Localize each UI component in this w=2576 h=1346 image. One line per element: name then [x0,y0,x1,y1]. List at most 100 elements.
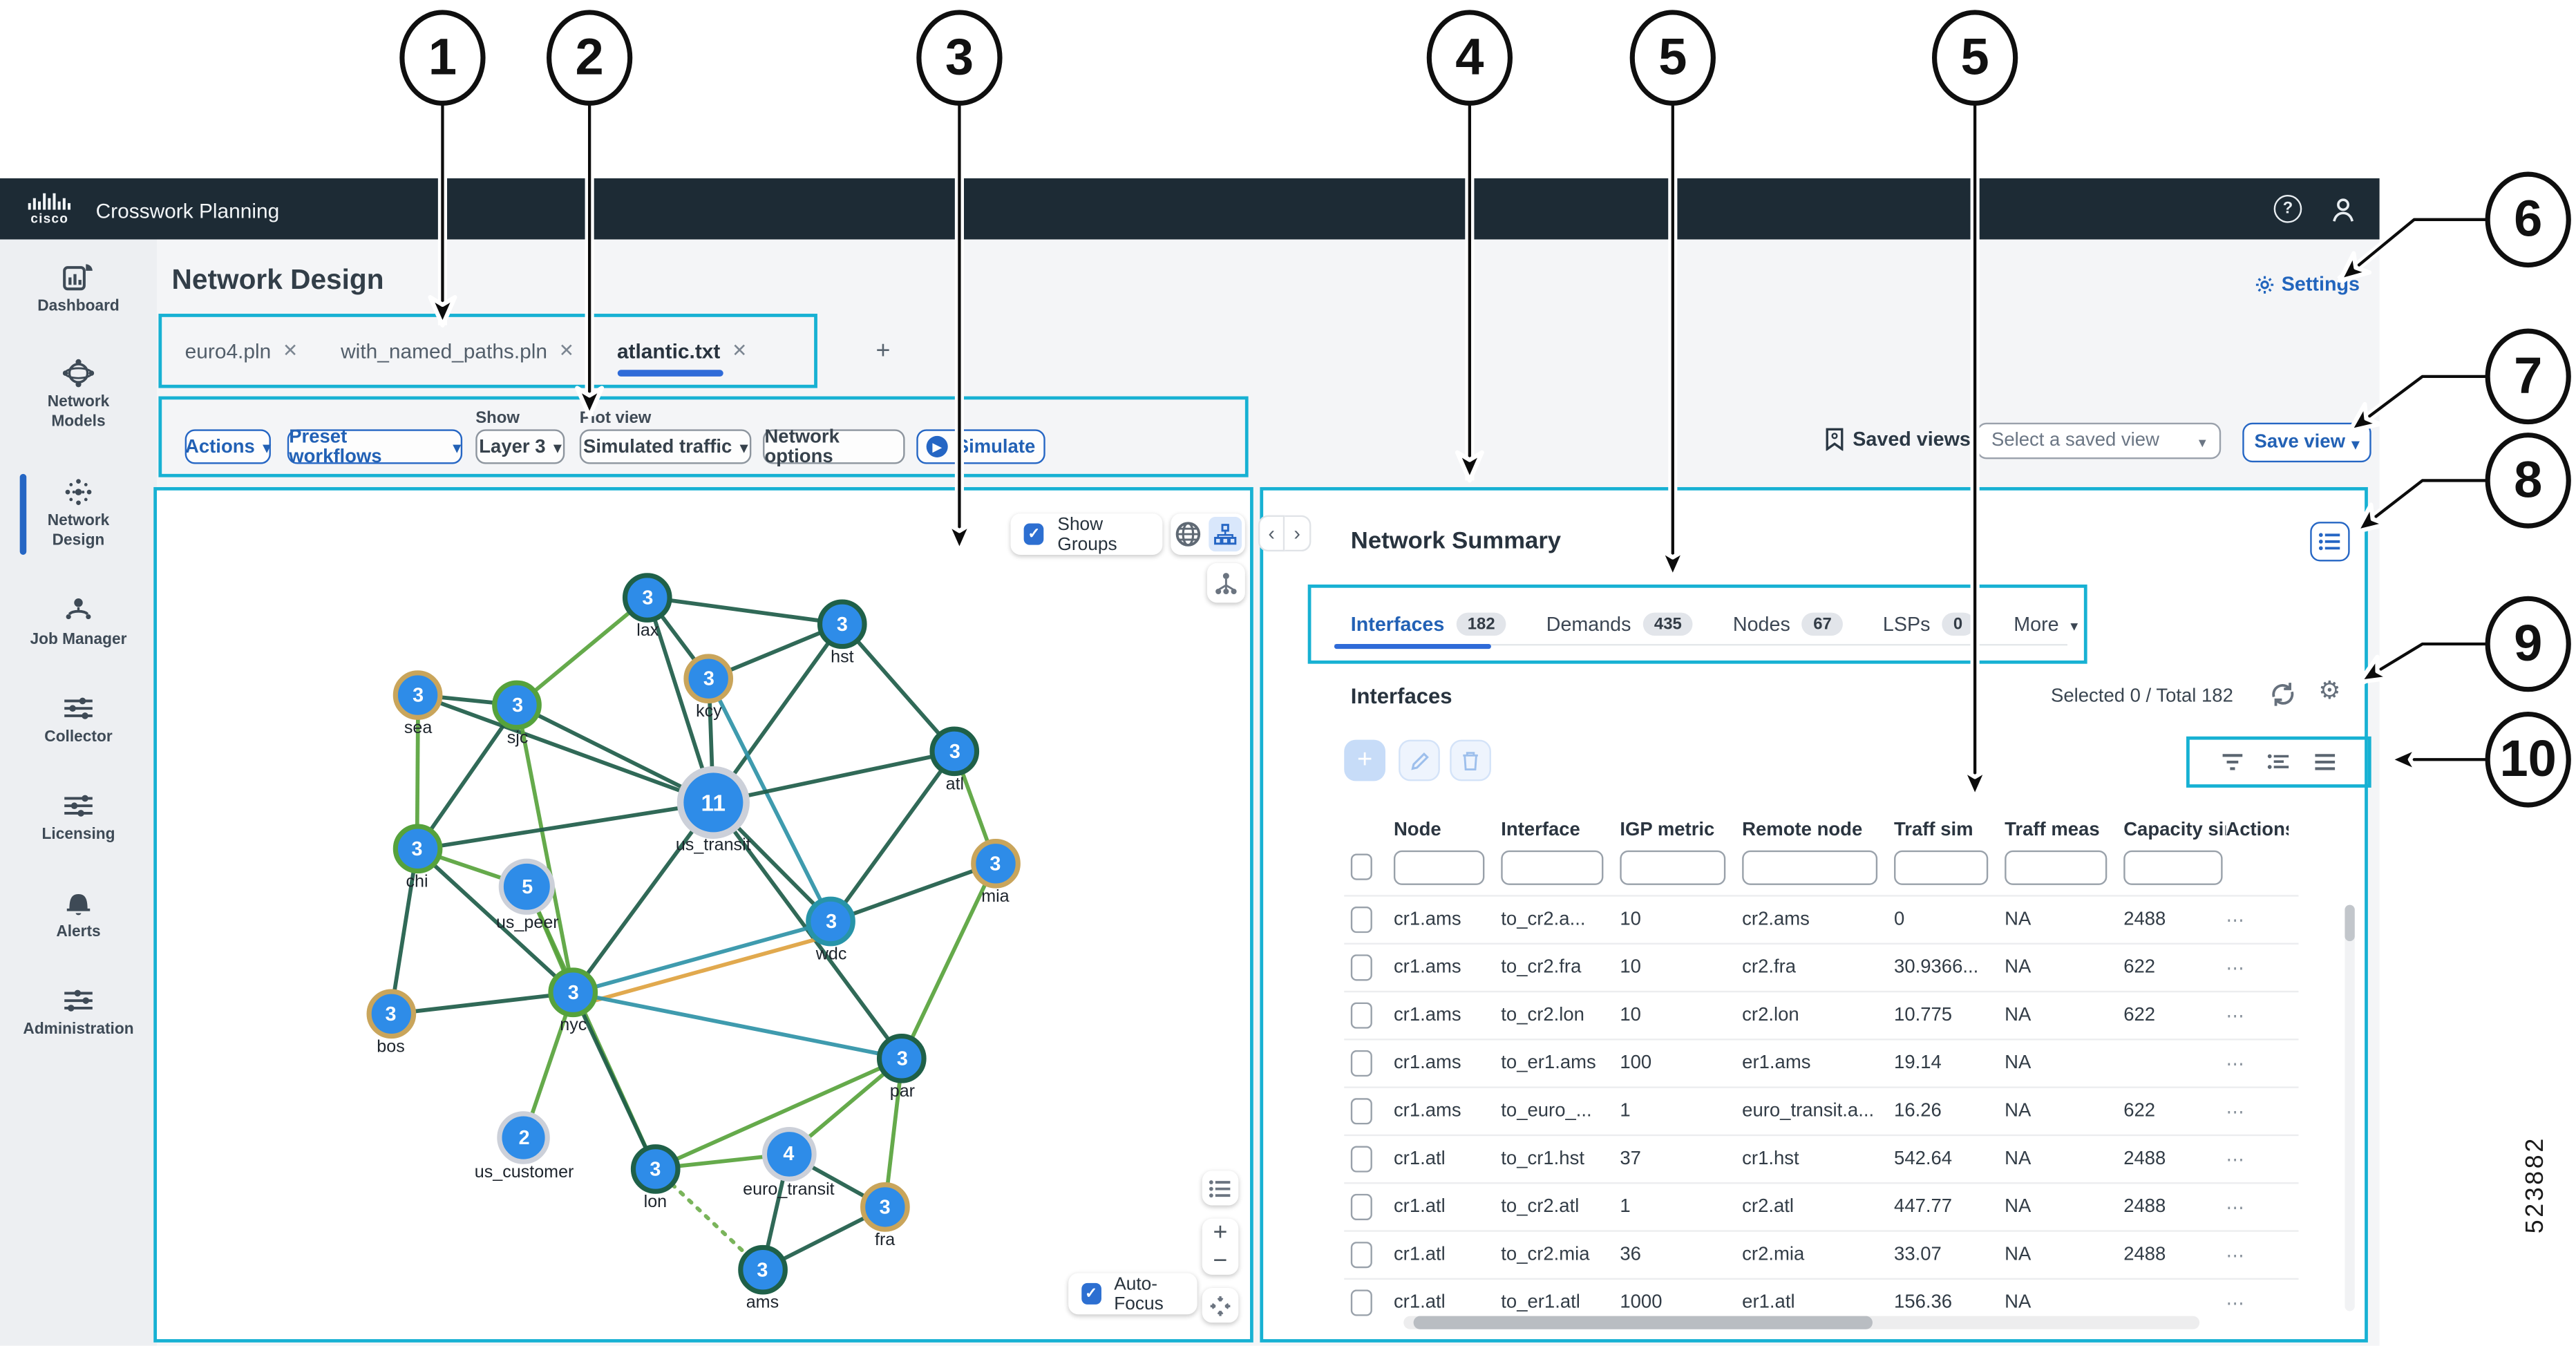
column-filter-input[interactable] [1894,849,1989,884]
add-interface-button[interactable]: + [1344,739,1385,781]
row-actions-menu[interactable]: ⋯ [2226,910,2246,931]
close-icon[interactable]: ✕ [282,341,298,362]
row-checkbox[interactable] [1350,954,1372,981]
row-checkbox[interactable] [1350,1146,1372,1173]
refresh-icon[interactable] [2269,681,2298,709]
horizontal-scrollbar[interactable] [1403,1316,2200,1329]
column-header-igp-metric[interactable]: IGP metric [1620,820,1715,841]
checkbox-checked-icon[interactable]: ✓ [1023,523,1045,545]
topology-view-button[interactable] [1209,516,1242,552]
menu-icon[interactable] [2313,753,2336,771]
row-actions-menu[interactable]: ⋯ [2226,1197,2246,1218]
zoom-out-button[interactable]: − [1213,1247,1228,1275]
row-checkbox[interactable] [1350,906,1372,933]
collapse-left-icon[interactable]: ‹ [1258,515,1285,552]
sidebar-item-dashboard[interactable]: Dashboard [0,263,157,317]
saved-view-select[interactable]: Select a saved view▾ [1976,422,2222,459]
layout-tree-button[interactable] [1206,562,1245,603]
column-header-traff-sim[interactable]: Traff sim [1894,820,1973,841]
column-header-traff-meas[interactable]: Traff meas [2005,820,2100,841]
list-view-icon[interactable] [2267,753,2290,771]
checkbox-checked-icon[interactable]: ✓ [1081,1282,1101,1305]
row-checkbox[interactable] [1350,1193,1372,1221]
add-tab-button[interactable]: + [875,336,891,366]
row-actions-menu[interactable]: ⋯ [2226,958,2246,978]
file-tab-euro4.pln[interactable]: euro4.pln✕ [185,339,298,362]
row-checkbox[interactable] [1350,1289,1372,1316]
globe-icon[interactable] [1174,520,1202,549]
sidebar-item-administration[interactable]: Administration [0,986,157,1041]
sidebar-item-collector[interactable]: Collector [0,694,157,748]
select-all-checkbox[interactable] [1350,853,1372,880]
row-actions-menu[interactable]: ⋯ [2226,1246,2246,1266]
column-header-remote-node[interactable]: Remote node [1742,820,1863,841]
plot-view-select[interactable]: Simulated traffic▾ [579,429,752,464]
save-view-button[interactable]: Save view▾ [2242,422,2371,463]
scrollbar-thumb[interactable] [1413,1316,1873,1329]
column-filter-input[interactable] [2005,849,2108,884]
auto-focus-toggle[interactable]: ✓ Auto-Focus [1068,1273,1197,1315]
scrollbar-thumb[interactable] [2345,904,2355,942]
row-checkbox[interactable] [1350,1050,1372,1077]
row-actions-menu[interactable]: ⋯ [2226,1006,2246,1027]
row-checkbox[interactable] [1350,1098,1372,1125]
summary-tab-more[interactable]: More▾ [2014,613,2078,636]
column-header-capacity-sim[interactable]: Capacity sim [2123,820,2226,841]
sidebar-item-job-manager[interactable]: Job Manager [0,596,157,651]
simulate-button[interactable]: ▶ Simulate [916,429,1045,464]
file-tab-with_named_paths.pln[interactable]: with_named_paths.pln✕ [341,339,574,362]
expand-right-icon[interactable]: › [1285,515,1311,552]
column-filter-input[interactable] [2123,849,2223,884]
saved-views[interactable]: Saved views [1825,428,1971,451]
settings-link[interactable]: Settings [2253,272,2360,296]
column-filter-input[interactable] [1393,849,1485,884]
sidebar-item-alerts[interactable]: Alerts [0,889,157,943]
close-icon[interactable]: ✕ [732,341,748,362]
user-icon[interactable] [2330,196,2356,222]
preset-workflows-button[interactable]: Preset workflows▾ [287,427,463,466]
column-filter-input[interactable] [1501,849,1604,884]
column-filter-input[interactable] [1742,849,1878,884]
close-icon[interactable]: ✕ [558,341,574,362]
file-tab-atlantic.txt[interactable]: atlantic.txt✕ [616,339,748,376]
row-actions-menu[interactable]: ⋯ [2226,1150,2246,1170]
row-actions-menu[interactable]: ⋯ [2226,1293,2246,1314]
help-icon[interactable]: ? [2273,194,2302,223]
column-header-actions[interactable]: Actions [2226,820,2289,841]
sidebar-item-licensing[interactable]: Licensing [0,791,157,846]
row-actions-menu[interactable]: ⋯ [2226,1054,2246,1074]
row-checkbox[interactable] [1350,1002,1372,1029]
row-actions-menu[interactable]: ⋯ [2226,1102,2246,1122]
filter-icon[interactable] [2221,753,2244,771]
column-header-node[interactable]: Node [1393,820,1441,841]
zoom-in-button[interactable]: + [1213,1218,1228,1247]
delete-interface-button[interactable] [1450,739,1491,781]
